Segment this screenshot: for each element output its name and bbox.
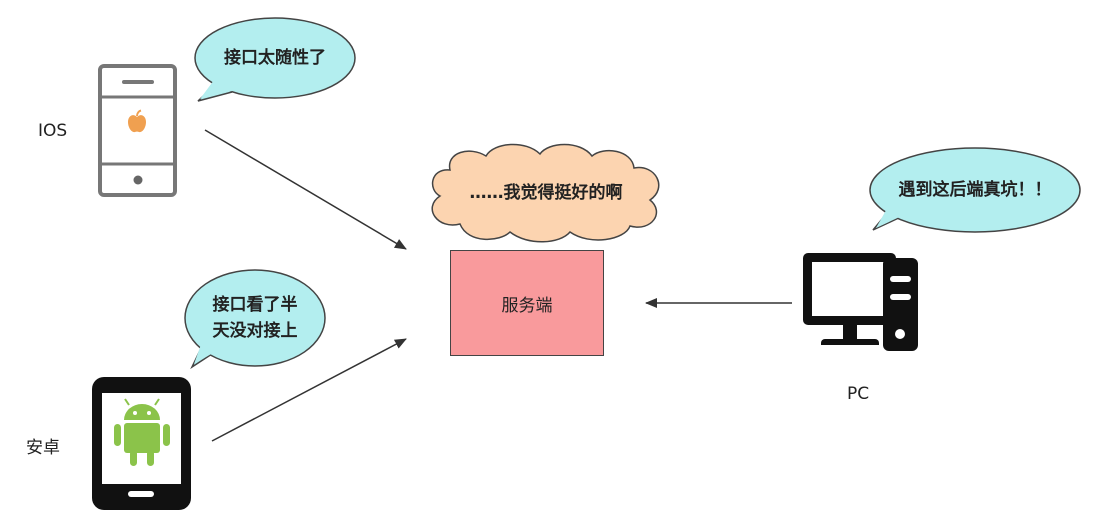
apple-logo-icon bbox=[128, 109, 146, 133]
iphone-icon bbox=[98, 64, 177, 197]
ios-bubble-text: 接口太随性了 bbox=[224, 48, 326, 68]
server-box: 服务端 bbox=[450, 250, 604, 356]
android-bubble-line-2: 天没对接上 bbox=[212, 321, 298, 341]
android-label: 安卓 bbox=[26, 438, 60, 458]
arrow-android-to-server bbox=[211, 338, 407, 442]
desktop-computer-icon bbox=[803, 253, 918, 351]
ios-label: IOS bbox=[38, 121, 68, 141]
android-bubble-line-1: 接口看了半 bbox=[212, 295, 298, 315]
server-label: 服务端 bbox=[501, 295, 553, 316]
pc-speech-bubble bbox=[869, 147, 1081, 233]
arrow-ios-to-server bbox=[204, 129, 407, 250]
android-bubble-text: 接口看了半 天没对接上 bbox=[190, 292, 320, 344]
android-phone-icon bbox=[92, 377, 191, 510]
thought-cloud bbox=[431, 143, 660, 243]
android-speech-bubble bbox=[184, 269, 326, 370]
android-robot-icon bbox=[114, 398, 170, 466]
pc-label: PC bbox=[847, 384, 870, 404]
thought-cloud-text: ……我觉得挺好的啊 bbox=[469, 183, 623, 203]
ios-speech-bubble bbox=[194, 17, 356, 102]
pc-bubble-text: 遇到这后端真坑！！ bbox=[898, 180, 1052, 200]
